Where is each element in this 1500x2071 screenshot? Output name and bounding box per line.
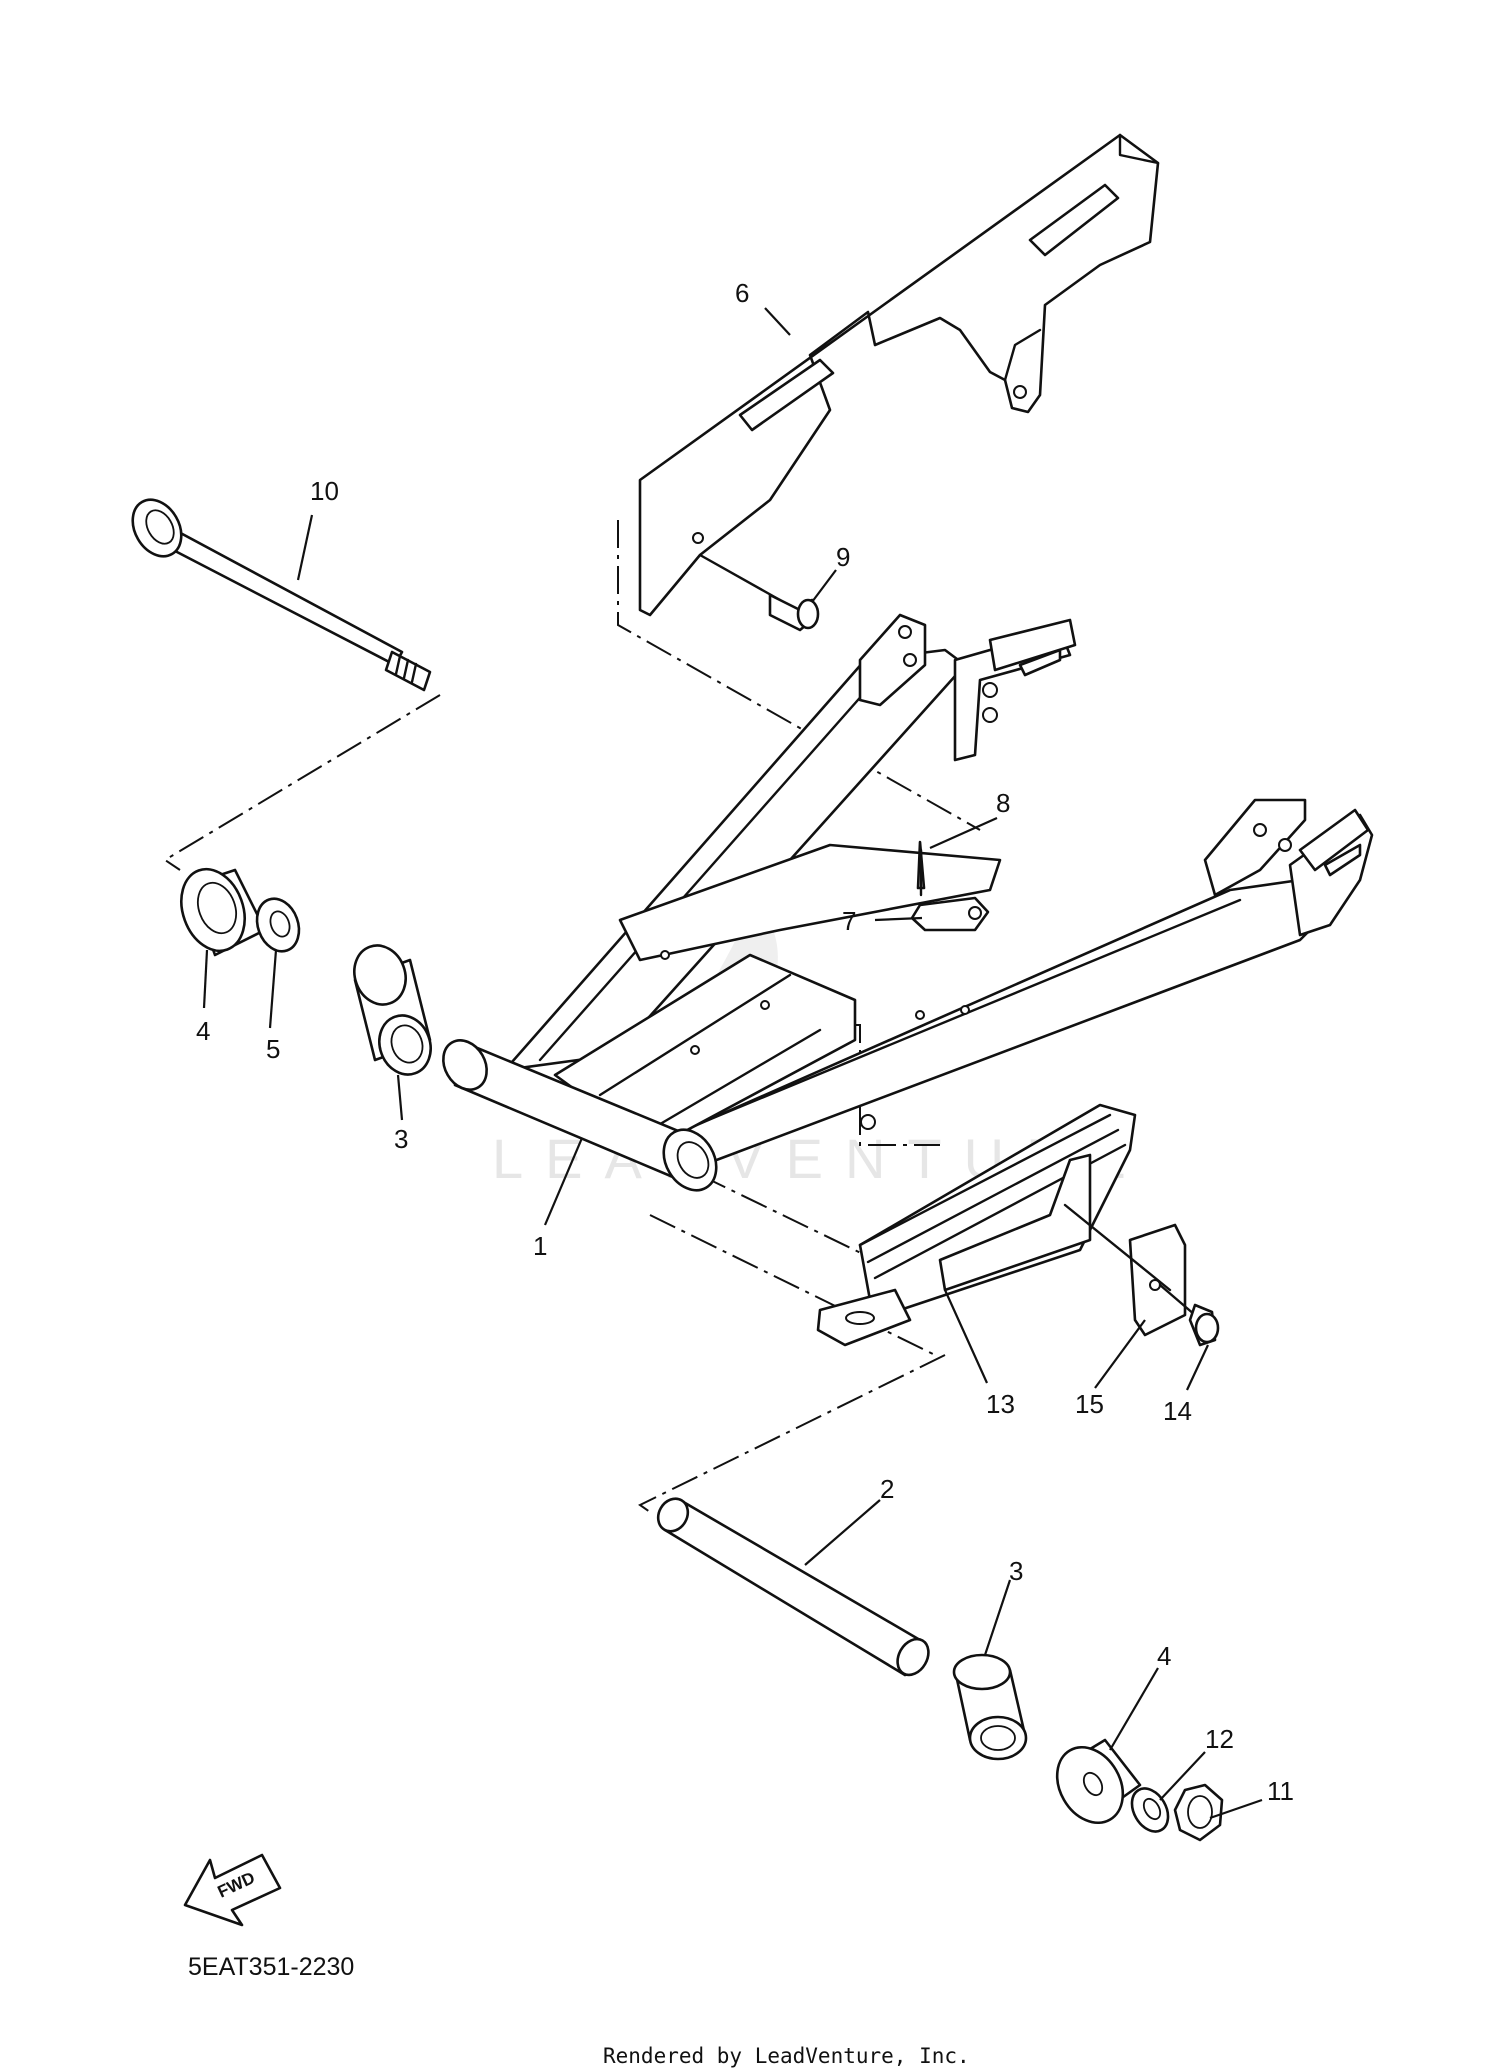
diagram-code: 5EAT351-2230 [188,1953,354,1981]
dust-cover-left [180,867,267,957]
dust-cover-lower [1055,1738,1142,1825]
render-credit: Rendered by LeadVenture, Inc. [603,2044,970,2068]
pivot-pipe [656,1497,930,1677]
pivot-shaft [131,498,432,692]
callouts: 6 10 9 8 7 4 5 3 1 13 15 14 2 3 4 12 11 [196,278,1294,1806]
bolt-9 [698,553,820,632]
callout-3a: 3 [394,1124,408,1154]
callout-11: 11 [1267,1776,1294,1806]
callout-14: 14 [1163,1396,1192,1426]
callout-15: 15 [1075,1389,1104,1419]
callout-3b: 3 [1009,1556,1023,1586]
chain-case [638,133,1160,617]
washer-left [255,897,301,953]
chain-guide [816,1103,1137,1347]
callout-5: 5 [266,1034,280,1064]
callout-12: 12 [1205,1724,1234,1754]
callout-8: 8 [996,788,1010,818]
hose-clamp [910,896,990,932]
callout-13: 13 [986,1389,1015,1419]
callout-7: 7 [842,906,856,936]
bushing-left [353,944,432,1076]
rivet [916,840,926,897]
callout-4a: 4 [196,1016,210,1046]
bushing-lower [952,1653,1028,1761]
callout-4b: 4 [1157,1641,1171,1671]
leader-lines [202,307,1263,1820]
callout-1: 1 [533,1231,547,1261]
swingarm [442,613,1374,1192]
callout-9: 9 [836,542,850,572]
fwd-arrow-icon: FWD [183,1853,282,1927]
callout-6: 6 [735,278,749,308]
callout-2: 2 [880,1474,894,1504]
bolt-14 [1063,1203,1220,1347]
washer-lower [1130,1787,1170,1833]
nut [1173,1783,1224,1842]
callout-10: 10 [310,476,339,506]
